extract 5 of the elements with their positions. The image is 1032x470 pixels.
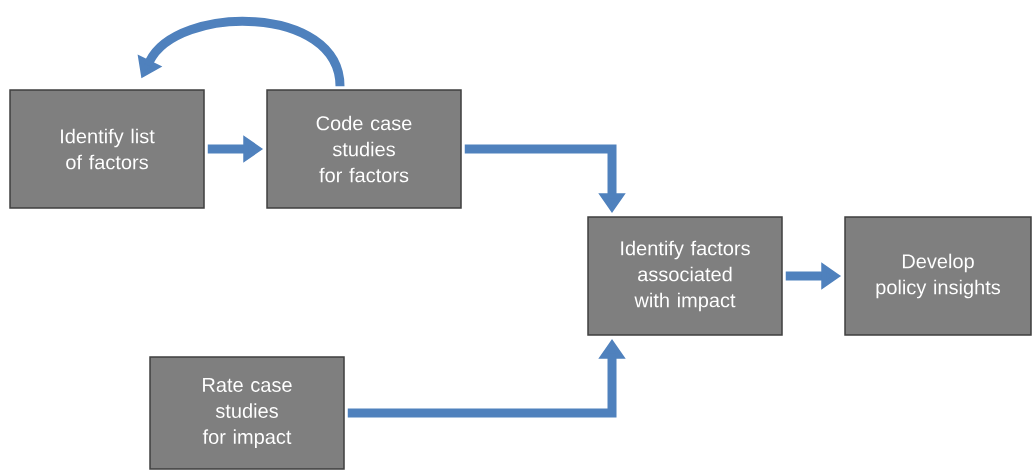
process-box: Develop policy insights [844, 216, 1032, 336]
process-box: Rate case studies for impact [149, 356, 345, 470]
process-box: Identify factors associated with impact [587, 216, 783, 336]
process-box: Code case studies for factors [266, 89, 462, 209]
process-box: Identify list of factors [9, 89, 205, 209]
